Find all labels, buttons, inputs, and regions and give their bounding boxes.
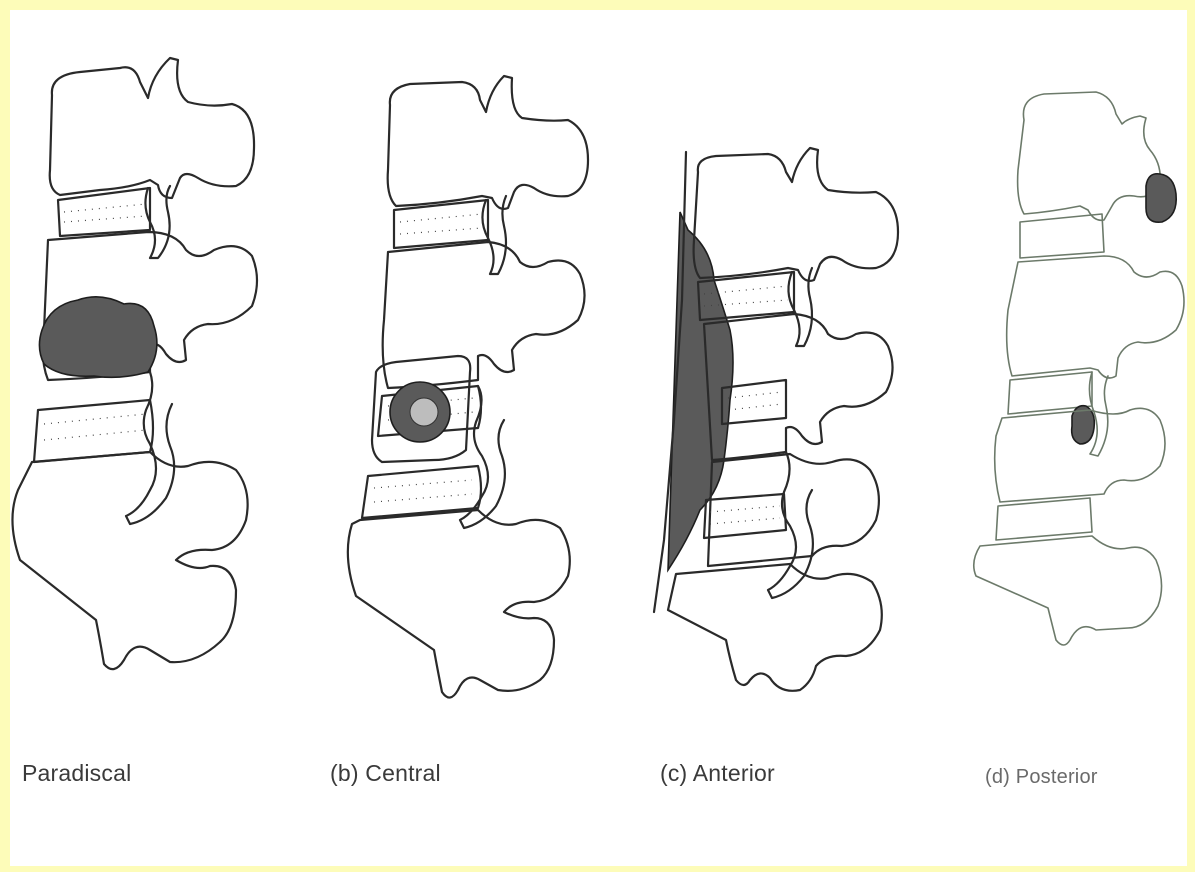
caption-central: (b) Central <box>330 760 441 787</box>
panel-posterior <box>974 92 1184 645</box>
caption-posterior: (d) Posterior <box>985 766 1098 789</box>
caption-anterior: (c) Anterior <box>660 760 775 787</box>
panel-paradiscal <box>12 58 257 669</box>
panel-anterior <box>654 148 898 691</box>
panel-central <box>348 76 588 698</box>
caption-paradiscal: Paradiscal <box>22 760 131 787</box>
